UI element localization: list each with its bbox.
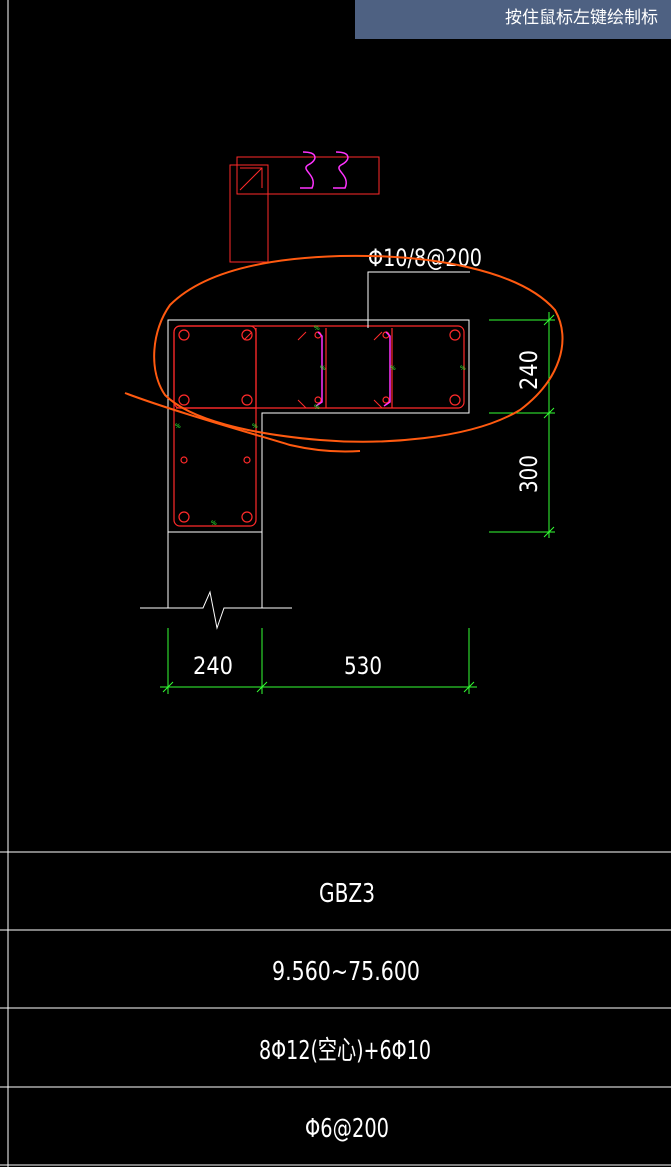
- rebar-dot: [449, 394, 461, 406]
- dim-bottom-left: 240: [193, 652, 233, 680]
- svg-text:%: %: [320, 365, 326, 372]
- stirrup-leader: [367, 271, 470, 328]
- cursor-hint-text: 按住鼠标左键绘制标: [505, 8, 658, 28]
- table-elevation: 9.560~75.600: [272, 957, 420, 987]
- dimension-right: [489, 312, 555, 538]
- svg-text:%: %: [175, 423, 181, 430]
- rebar-dot: [178, 329, 190, 341]
- tie-hook: [300, 151, 316, 189]
- rebar-dot: [178, 394, 190, 406]
- svg-text:%: %: [390, 365, 396, 372]
- svg-text:%: %: [460, 365, 466, 372]
- rebar-dot: [314, 396, 322, 404]
- rebar-dot: [382, 396, 390, 404]
- table-longitudinal-bars: 8Φ12(空心)+6Φ10: [259, 1036, 431, 1066]
- svg-text:%: %: [314, 325, 320, 332]
- svg-text:%: %: [252, 423, 258, 430]
- break-line: [140, 590, 292, 630]
- tie-hook: [333, 151, 349, 189]
- wall-column-table: [0, 851, 671, 1166]
- wall-outline: [140, 319, 470, 630]
- rebar-dot: [180, 456, 188, 464]
- dim-right-upper: 240: [515, 350, 543, 390]
- cursor-hint-bar: 按住鼠标左键绘制标: [355, 0, 671, 39]
- tie-bars: [315, 331, 391, 407]
- rebar-dot: [241, 394, 253, 406]
- dim-right-lower: 300: [515, 455, 543, 493]
- table-component-name: GBZ3: [319, 879, 375, 909]
- tie-marks: % % % % % % % %: [175, 325, 466, 527]
- stirrup-label: Φ10/8@200: [368, 244, 482, 272]
- rebar-dot: [449, 329, 461, 341]
- upper-detail: [229, 151, 380, 263]
- rebar-dot: [243, 456, 251, 464]
- annotation-circle: [124, 254, 564, 453]
- rebar-dot: [241, 511, 253, 523]
- rebar-dot: [241, 329, 253, 341]
- rebar-dot: [178, 511, 190, 523]
- dim-bottom-right: 530: [344, 652, 382, 680]
- svg-text:%: %: [211, 520, 217, 527]
- rebar-cage: [173, 325, 465, 527]
- svg-text:%: %: [314, 404, 320, 411]
- dimension-bottom: [160, 628, 477, 694]
- table-stirrups: Φ6@200: [305, 1114, 389, 1144]
